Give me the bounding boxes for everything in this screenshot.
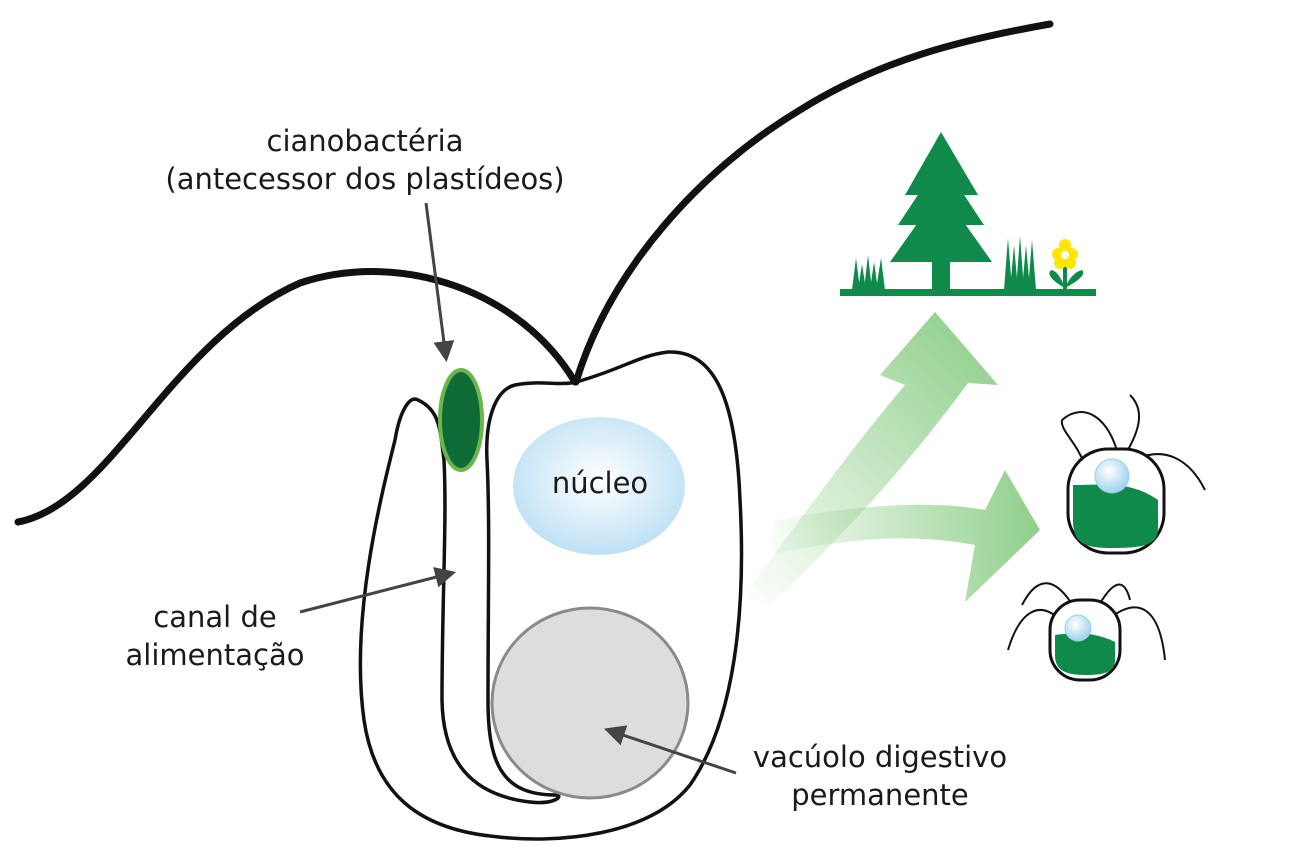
vacuole-pointer	[604, 725, 737, 775]
feeding-canal-label-line1: canal de	[153, 600, 277, 634]
cyanobacterium	[438, 368, 484, 472]
feeding-canal-label-line2: alimentação	[125, 638, 305, 672]
land-plants-icon	[840, 132, 1096, 296]
feeding-canal-label: canal de alimentação	[105, 598, 325, 674]
nucleus-label: núcleo	[551, 466, 649, 500]
vacuole-label-line2: permanente	[791, 778, 969, 812]
flagellum-left	[14, 268, 579, 526]
green-alga-icon	[1060, 394, 1206, 555]
cyanobacteria-label: cianobactéria (antecessor dos plastídeos…	[150, 122, 580, 198]
evolution-arrow-to-algae	[770, 470, 1040, 602]
digestive-vacuole	[490, 606, 690, 800]
nucleus	[513, 417, 685, 555]
flagellum-right	[572, 20, 1054, 386]
evolution-arrow-to-plants	[742, 312, 998, 605]
cyanobacteria-label-line1: cianobactéria	[266, 124, 464, 158]
cyanobacteria-label-line2: (antecessor dos plastídeos)	[165, 162, 565, 196]
cell-body	[358, 350, 744, 841]
vacuole-label: vacúolo digestivo permanente	[730, 738, 1030, 814]
vacuole-label-line1: vacúolo digestivo	[752, 740, 1008, 774]
flower-icon	[1052, 239, 1078, 269]
green-alga-icon	[1007, 582, 1166, 682]
cyanobacteria-pointer	[424, 202, 455, 363]
feeding-canal-pointer	[299, 567, 457, 614]
